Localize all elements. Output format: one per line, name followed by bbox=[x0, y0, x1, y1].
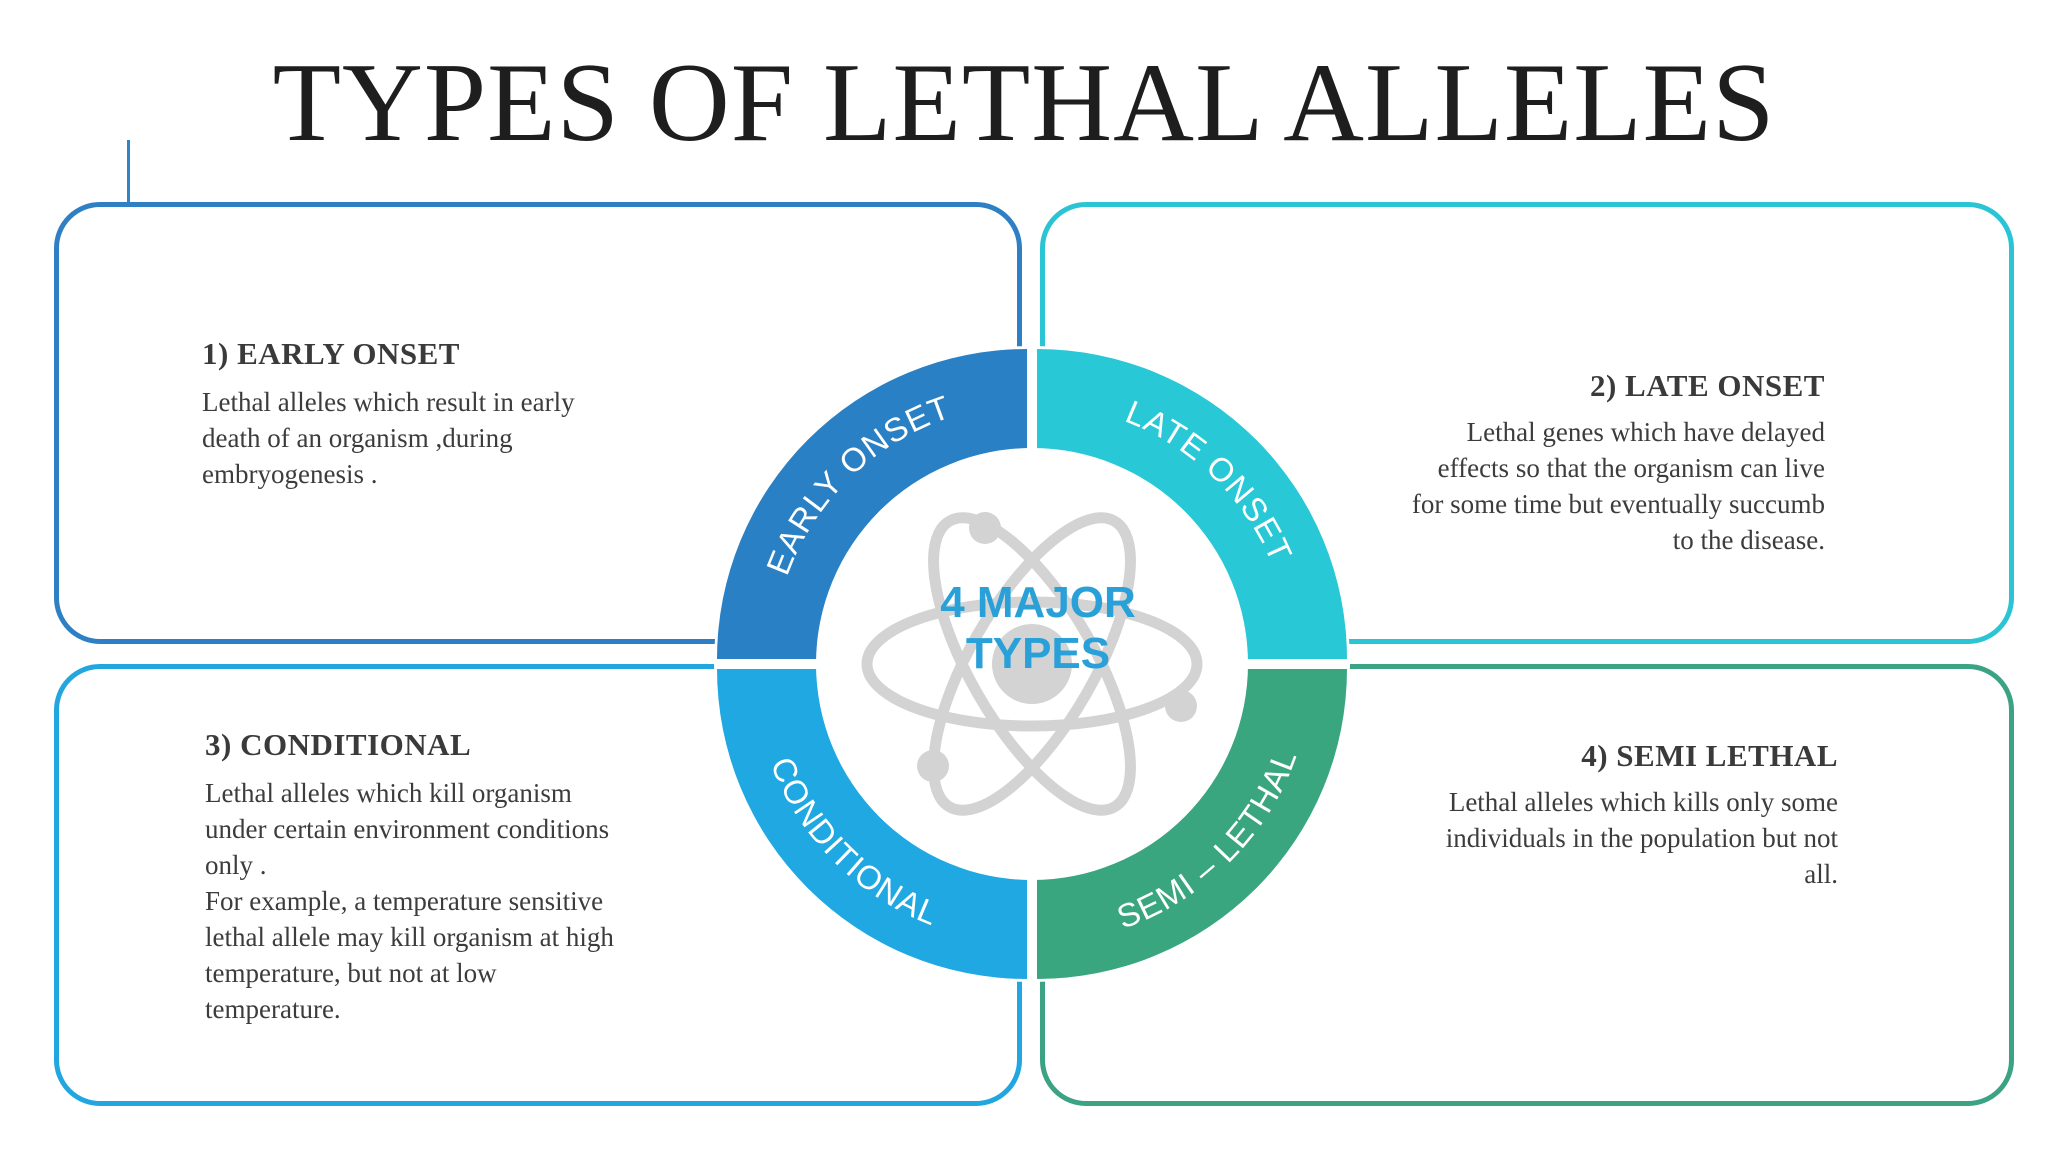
card-heading: 4) SEMI LETHAL bbox=[1581, 738, 1838, 773]
card-late-onset: 2) LATE ONSET Lethal genes which have de… bbox=[1340, 368, 1825, 558]
card-conditional: 3) CONDITIONAL Lethal alleles which kill… bbox=[205, 727, 685, 1027]
card-body: Lethal alleles which kill organism under… bbox=[205, 778, 614, 1024]
card-body: Lethal genes which have delayed effects … bbox=[1411, 417, 1825, 555]
card-body: Lethal alleles which result in early dea… bbox=[202, 387, 575, 489]
card-early-onset: 1) EARLY ONSET Lethal alleles which resu… bbox=[202, 336, 642, 492]
card-heading: 2) LATE ONSET bbox=[1589, 368, 1825, 403]
card-body: Lethal alleles which kills only some ind… bbox=[1445, 787, 1838, 889]
accent-tick bbox=[127, 140, 130, 202]
card-semi-lethal: 4) SEMI LETHAL Lethal alleles which kill… bbox=[1370, 738, 1838, 892]
page-title: TYPES OF LETHAL ALLELES bbox=[272, 41, 1776, 165]
card-heading: 1) EARLY ONSET bbox=[202, 336, 460, 371]
card-heading: 3) CONDITIONAL bbox=[205, 727, 472, 762]
